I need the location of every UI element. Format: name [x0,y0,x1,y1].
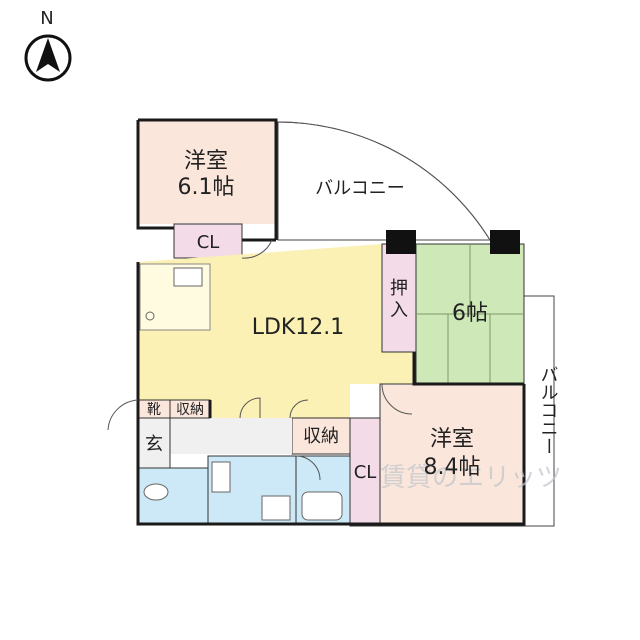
pillar-right [490,230,520,254]
toilet-icon [143,483,169,501]
hallway [170,418,292,454]
shoe-storage-label: 靴 [147,402,161,418]
oshiire-label-2: 入 [390,300,408,321]
balcony-top-label: バルコニー [315,178,405,199]
western-room-6-name: 洋室 [184,149,228,174]
closet-top-label: CL [197,232,220,253]
compass-letter: N [40,8,53,29]
hall-storage [291,417,351,455]
stove-icon [173,267,203,287]
balcony-top-arc [277,121,491,241]
hall-storage-label: 収納 [303,426,339,447]
oshiire-label-1: 押 [390,278,408,299]
washer-icon [261,495,291,521]
small-storage-label: 収納 [176,402,204,418]
washbasin-icon [211,461,231,493]
genkan-label: 玄 [145,434,163,455]
compass-arrow-icon [36,38,60,72]
western-room-8-size: 8.4帖 [424,455,481,480]
door-swings [107,239,413,481]
closet-lower [349,417,381,527]
tatami-lines [416,244,524,384]
tatami-label: 6帖 [452,301,488,326]
western-room-6 [138,120,276,224]
ldk-label: LDK12.1 [252,315,345,340]
watermark: 賃貸のエリッツ [380,463,562,493]
balcony-right-label: バルコニー [538,365,559,455]
north-compass: N [24,8,72,82]
genkan-area [137,417,171,469]
sink-icon [145,311,155,321]
outer-walls [136,118,526,526]
western-room-6-size: 6.1帖 [178,175,235,200]
bathtub-icon [301,491,343,521]
western-room-8 [379,383,525,527]
balcony-right-area [523,295,555,527]
western-room-8-name: 洋室 [430,427,474,452]
pillar-left [386,230,416,254]
closet-lower-label: CL [354,462,377,483]
